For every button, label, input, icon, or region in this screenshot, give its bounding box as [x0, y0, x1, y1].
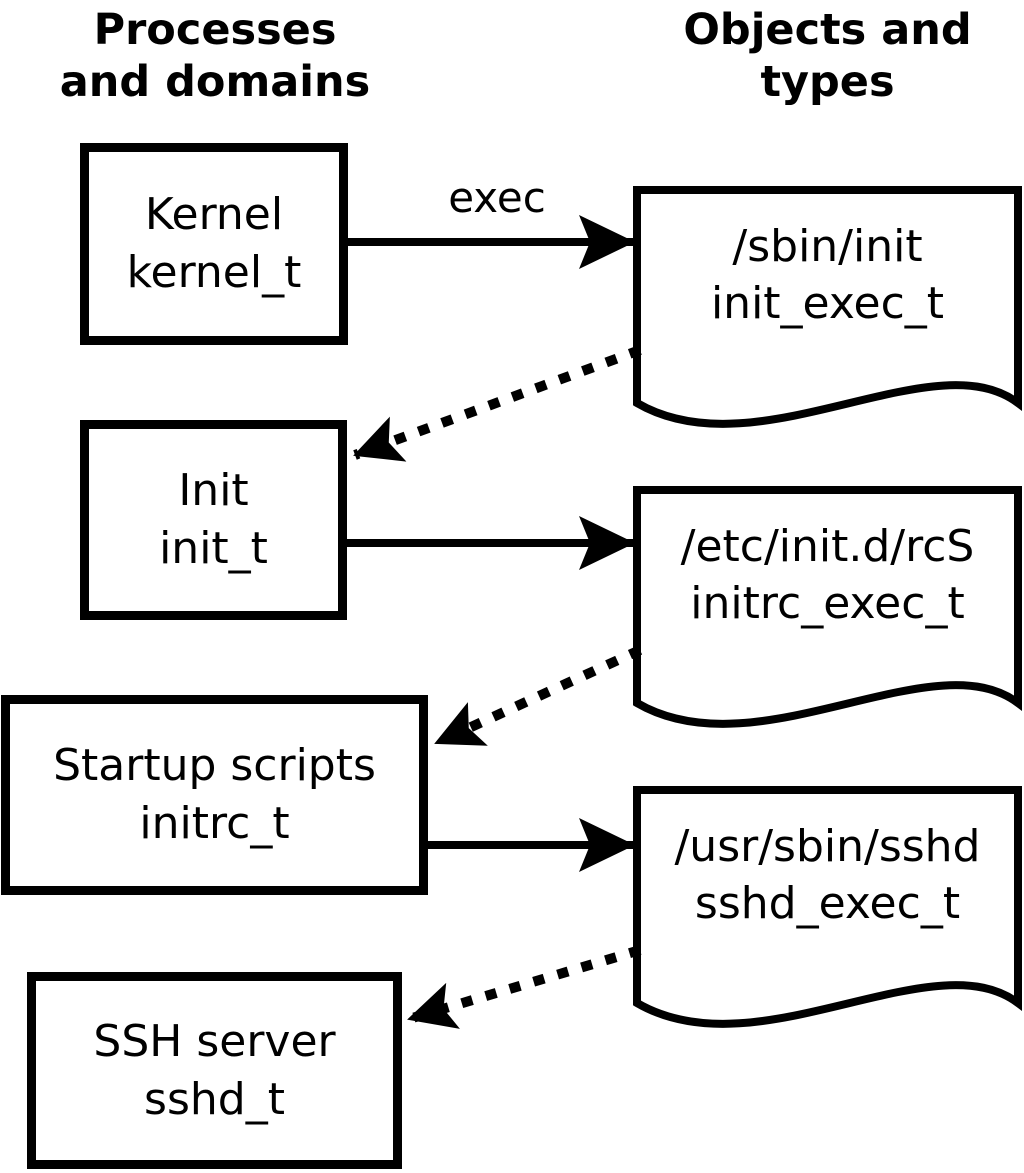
process-name-label: Kernel: [144, 189, 284, 240]
column-header-objects-line1: Objects and: [683, 5, 972, 55]
object-type-label: initrc_exec_t: [690, 578, 965, 629]
transition-arrow-init-exec-to-init: [353, 345, 642, 462]
column-header-processes: Processes and domains: [20, 4, 410, 108]
transition-arrow-initrc-exec-to-initrc: [433, 645, 643, 748]
object-doc-etc-initd-rcs: /etc/init.d/rcS initrc_exec_t: [633, 518, 1022, 632]
object-type-label: sshd_exec_t: [694, 878, 961, 929]
object-path-label: /usr/sbin/sshd: [674, 821, 981, 872]
column-header-processes-line2: and domains: [59, 57, 371, 107]
document-shape: [633, 486, 1022, 728]
process-name-label: Startup scripts: [53, 740, 376, 791]
object-type-label: init_exec_t: [710, 278, 945, 329]
process-box-ssh-server: SSH server sshd_t: [27, 972, 402, 1169]
column-header-objects: Objects and types: [635, 4, 1020, 108]
process-box-startup-scripts: Startup scripts initrc_t: [1, 695, 428, 895]
exec-arrow-label: exec: [448, 173, 546, 222]
process-name-label: SSH server: [93, 1015, 336, 1067]
object-path-label: /sbin/init: [732, 221, 923, 272]
object-doc-usr-sbin-sshd: /usr/sbin/sshd sshd_exec_t: [633, 818, 1022, 932]
column-header-processes-line1: Processes: [93, 5, 337, 55]
process-box-init: Init init_t: [80, 420, 347, 620]
process-type-label: kernel_t: [126, 247, 302, 298]
document-shape: [633, 186, 1022, 428]
column-header-objects-line2: types: [760, 57, 895, 107]
object-path-label: /etc/init.d/rcS: [680, 521, 975, 572]
process-name-label: Init: [178, 465, 249, 516]
object-doc-sbin-init: /sbin/init init_exec_t: [633, 218, 1022, 332]
process-box-kernel: Kernel kernel_t: [80, 143, 348, 345]
process-type-label: initrc_t: [139, 798, 290, 849]
process-type-label: init_t: [159, 523, 268, 574]
transition-arrow-sshd-exec-to-sshd: [407, 945, 642, 1029]
process-type-label: sshd_t: [144, 1073, 285, 1125]
document-shape: [633, 786, 1022, 1028]
